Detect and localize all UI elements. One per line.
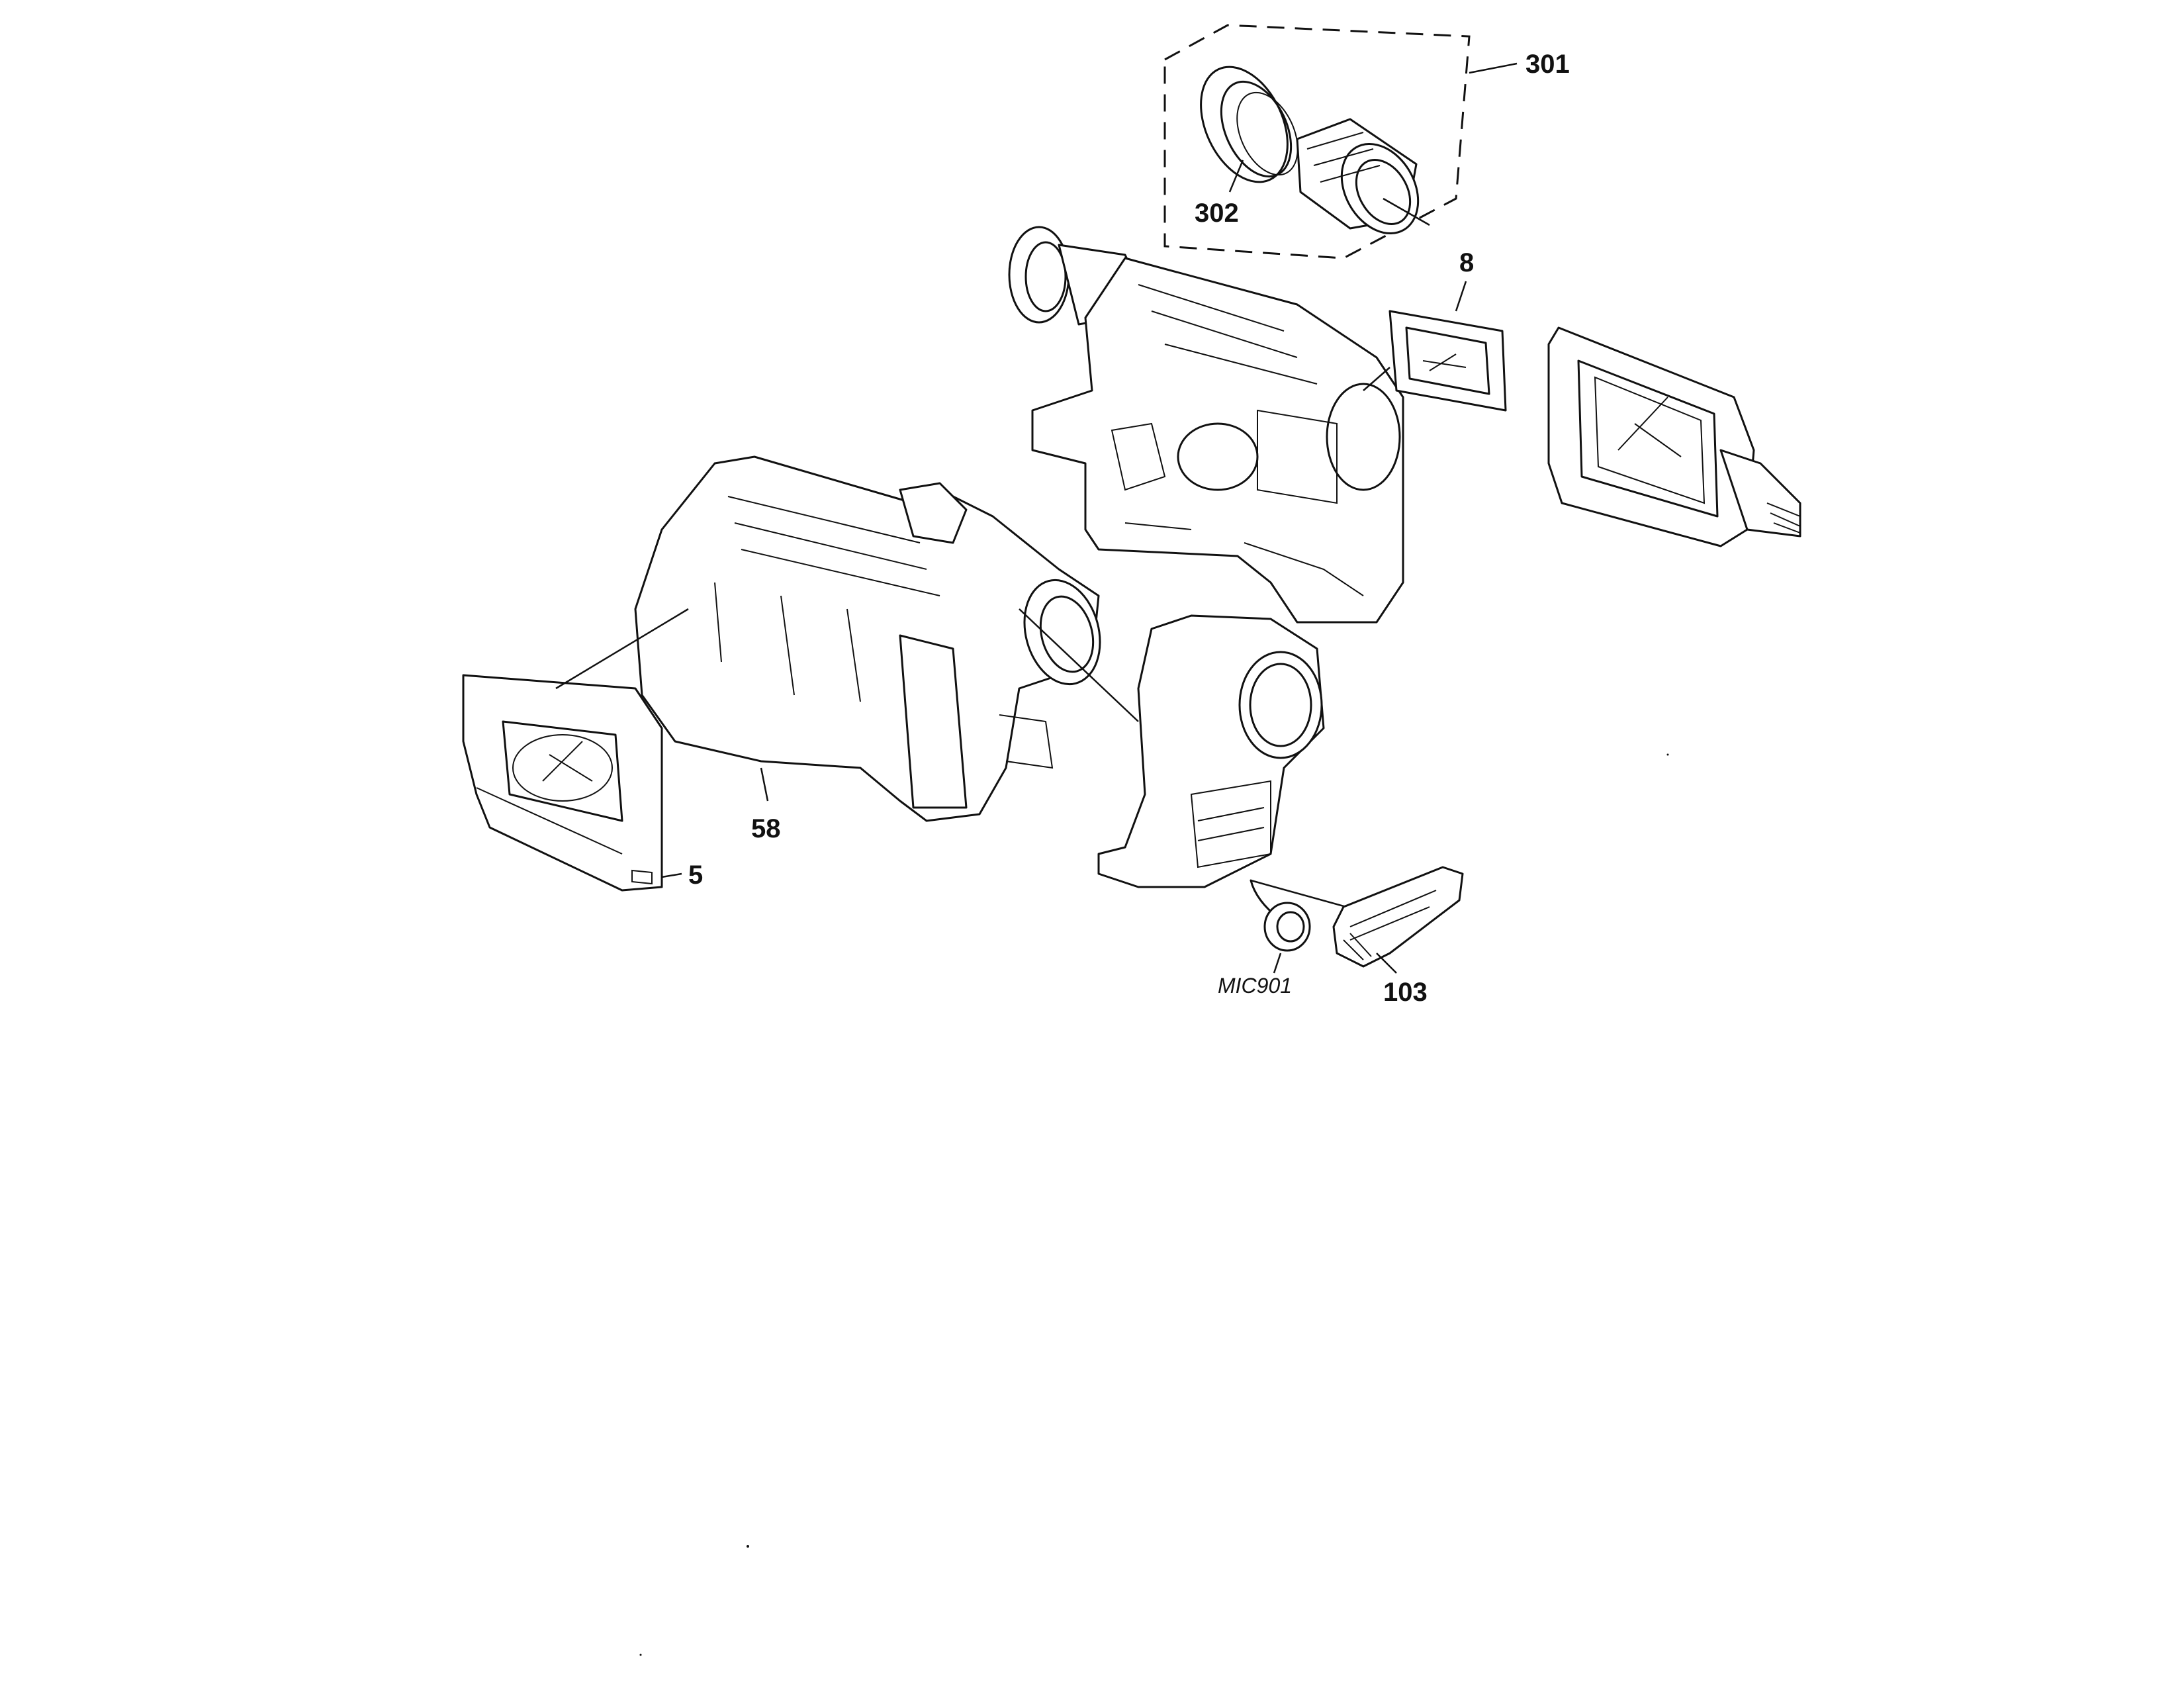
- part-5-side-cover: [462, 608, 689, 892]
- scan-specks: [639, 753, 1669, 1656]
- part-103-grip-piece: [1332, 866, 1464, 974]
- lens-hood-assembly-group: [1163, 24, 1518, 259]
- label-5: 5: [688, 861, 703, 890]
- part-mic901-microphone: [1250, 879, 1371, 974]
- label-8: 8: [1459, 248, 1474, 277]
- upper-body-housing: [1008, 226, 1404, 624]
- part-8-plate: [1363, 281, 1507, 412]
- main-mechanism-body: [634, 455, 1101, 822]
- label-302: 302: [1195, 199, 1239, 228]
- front-cover-housing: [1019, 608, 1325, 888]
- label-103: 103: [1383, 978, 1428, 1007]
- lcd-monitor-unit: [1547, 326, 1801, 547]
- label-mic901: MIC901: [1218, 974, 1292, 998]
- label-58: 58: [751, 814, 781, 843]
- part-302-ring: [1200, 66, 1298, 193]
- label-301: 301: [1525, 50, 1570, 79]
- part-301-lens-barrel: [1296, 118, 1430, 235]
